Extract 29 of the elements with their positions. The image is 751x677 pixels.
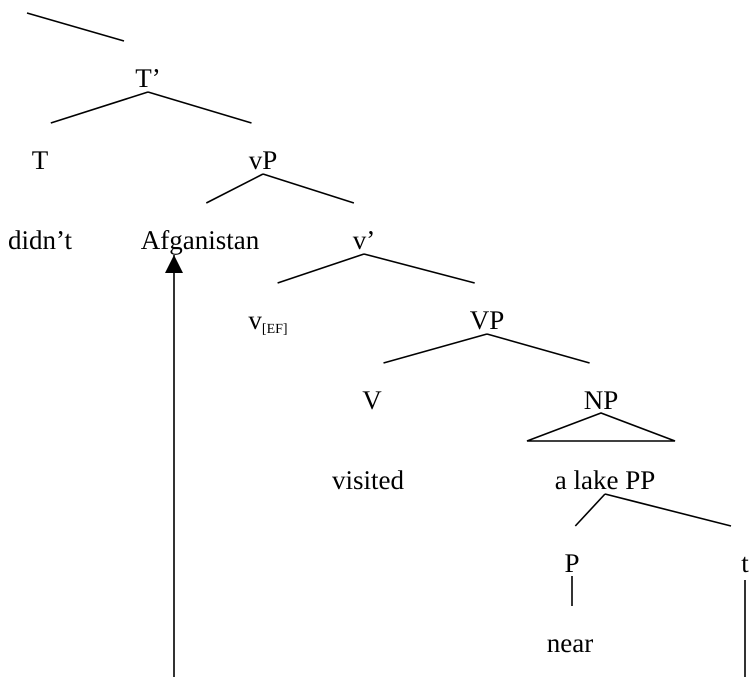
movement-arrow [165,255,746,677]
branch-line [277,253,364,284]
word-label: visited [332,465,404,495]
triangle-branch [526,412,676,442]
tree-node-label: T’ [135,41,161,93]
tree-node-label: vP [248,123,278,175]
tree-node-label: a lake PP [554,443,656,495]
tree-node-label: v’ [352,203,376,255]
branch-line [604,493,732,527]
tree-node-label: v$_{[EF]}$ [248,283,288,335]
tree-node-label: T [32,123,48,175]
tree-node-label: near [546,606,594,658]
branch-line [383,333,488,364]
tree-node-label: P [564,526,580,578]
branch-line [148,91,252,124]
branch-line [486,333,590,364]
branch-line [574,493,606,527]
word-label: didn’t [8,225,72,255]
branch-line [206,173,264,204]
branch-line [571,576,573,606]
tree-node-label: VP [470,283,504,335]
tree-node-label: NP [584,363,618,415]
branch-line [262,173,354,204]
tree-node-label: t [741,526,749,578]
branch-line [50,91,148,124]
branch-line [26,12,124,42]
branch-line [364,253,475,284]
tree-node-label: Afganistan [140,203,260,255]
tree-node-label: V [362,363,382,415]
